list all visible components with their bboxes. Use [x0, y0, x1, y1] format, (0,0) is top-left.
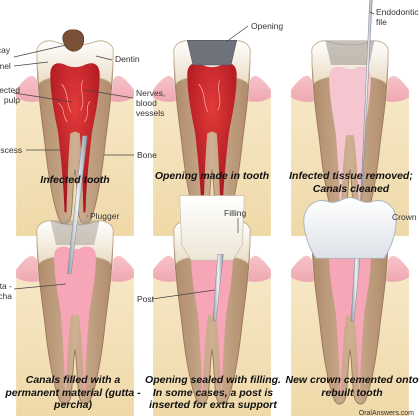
caption-step-5: Opening sealed with filling. In some cas… — [145, 374, 281, 411]
label-gutta-percha: Gutta - percha — [0, 281, 12, 301]
label-dentin: Dentin — [115, 54, 140, 64]
panel-opening-sealed — [153, 195, 271, 416]
panel-canals-filled — [16, 135, 134, 416]
filling-material — [179, 195, 245, 261]
decay-cavity — [62, 29, 85, 52]
caption-step-4: Canals filled with a permanent material … — [5, 374, 141, 411]
panel-new-crown — [291, 197, 409, 416]
label-opening: Opening — [251, 21, 284, 31]
caption-step-2: Opening made in tooth — [154, 170, 270, 182]
leader-lines — [13, 11, 375, 300]
label-decay: Decay — [0, 45, 11, 55]
access-opening — [186, 40, 238, 66]
panel-opening-made — [153, 40, 271, 236]
caption-step-6: New crown cemented onto rebuilt tooth — [285, 374, 419, 399]
label-abscess: Abscess — [0, 145, 23, 155]
label-endodontic-file: Endodontic file — [376, 7, 419, 27]
label-post: Post — [137, 294, 155, 304]
caption-step-3: Infected tissue removed; Canals cleaned — [289, 170, 413, 195]
credit-text: OralAnswers.com — [358, 410, 414, 417]
post-insert — [212, 254, 224, 322]
label-plugger: Plugger — [90, 211, 120, 221]
label-infected-pulp: Infected pulp — [0, 85, 20, 105]
dental-crown — [303, 197, 397, 259]
plugger-instrument — [67, 135, 88, 274]
label-crown: Crown — [392, 212, 417, 222]
label-nerves-blood-vessels: Nerves, blood vessels — [136, 88, 166, 118]
label-bone: Bone — [137, 150, 157, 160]
label-enamel: Enamel — [0, 61, 11, 71]
caption-step-1: Infected tooth — [40, 174, 110, 186]
label-filling: Filling — [224, 208, 247, 218]
